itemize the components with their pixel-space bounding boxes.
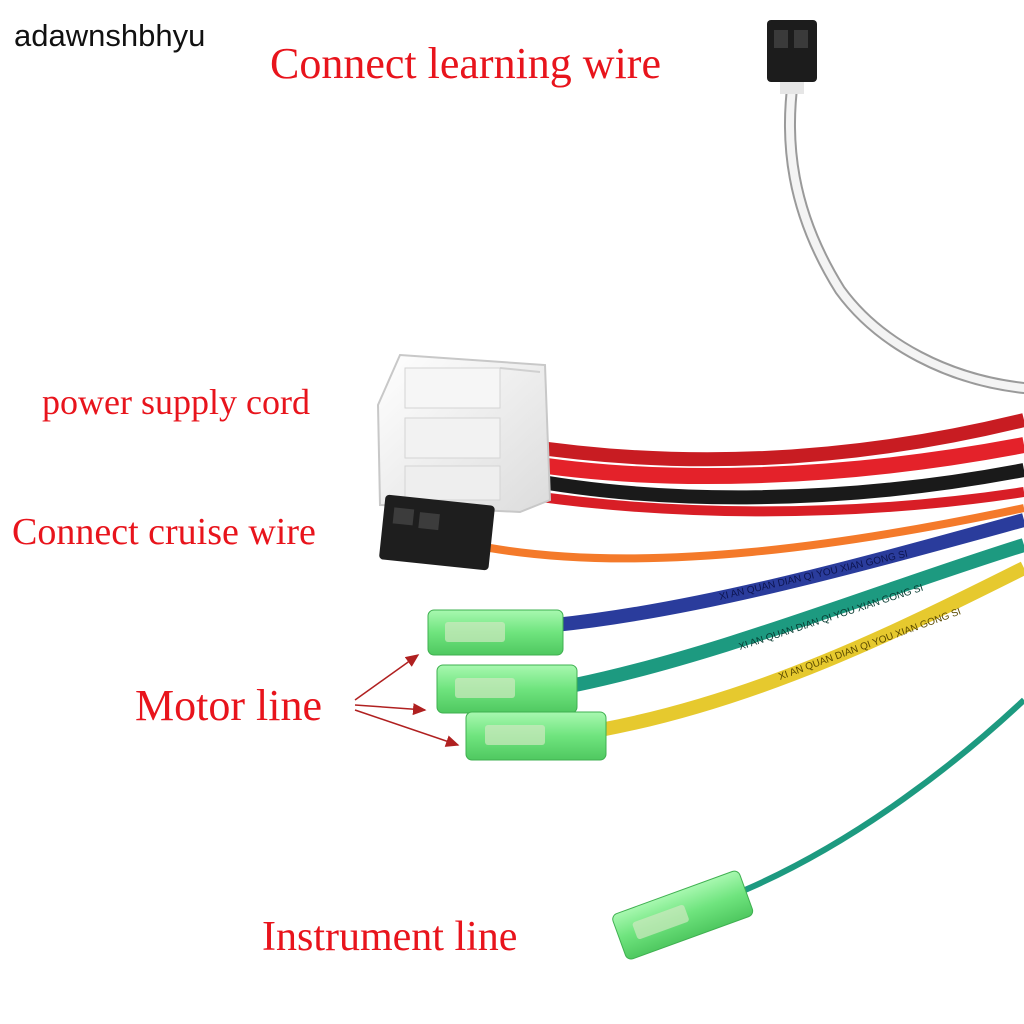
label-cruise-wire: Connect cruise wire xyxy=(12,511,316,553)
learning-wire xyxy=(767,20,1024,394)
motor-wires xyxy=(554,513,1024,737)
motor-terminal-green xyxy=(436,664,578,714)
cruise-connector xyxy=(379,494,495,571)
instrument-terminal xyxy=(612,870,754,960)
watermark-text: adawnshbhyu xyxy=(14,18,206,53)
cruise-wire xyxy=(379,494,1024,571)
motor-terminal-yellow xyxy=(465,711,607,761)
instrument-wire xyxy=(743,697,1024,893)
label-instrument-line: Instrument line xyxy=(262,914,518,960)
label-motor-line: Motor line xyxy=(135,681,322,730)
label-power-supply: power supply cord xyxy=(42,382,310,422)
motor-line-arrows xyxy=(354,654,460,747)
label-learning-wire: Connect learning wire xyxy=(270,39,661,88)
motor-terminal-blue xyxy=(427,609,564,656)
learning-connector xyxy=(767,20,817,82)
power-supply-wires xyxy=(518,413,1024,517)
power-connector xyxy=(376,353,552,514)
